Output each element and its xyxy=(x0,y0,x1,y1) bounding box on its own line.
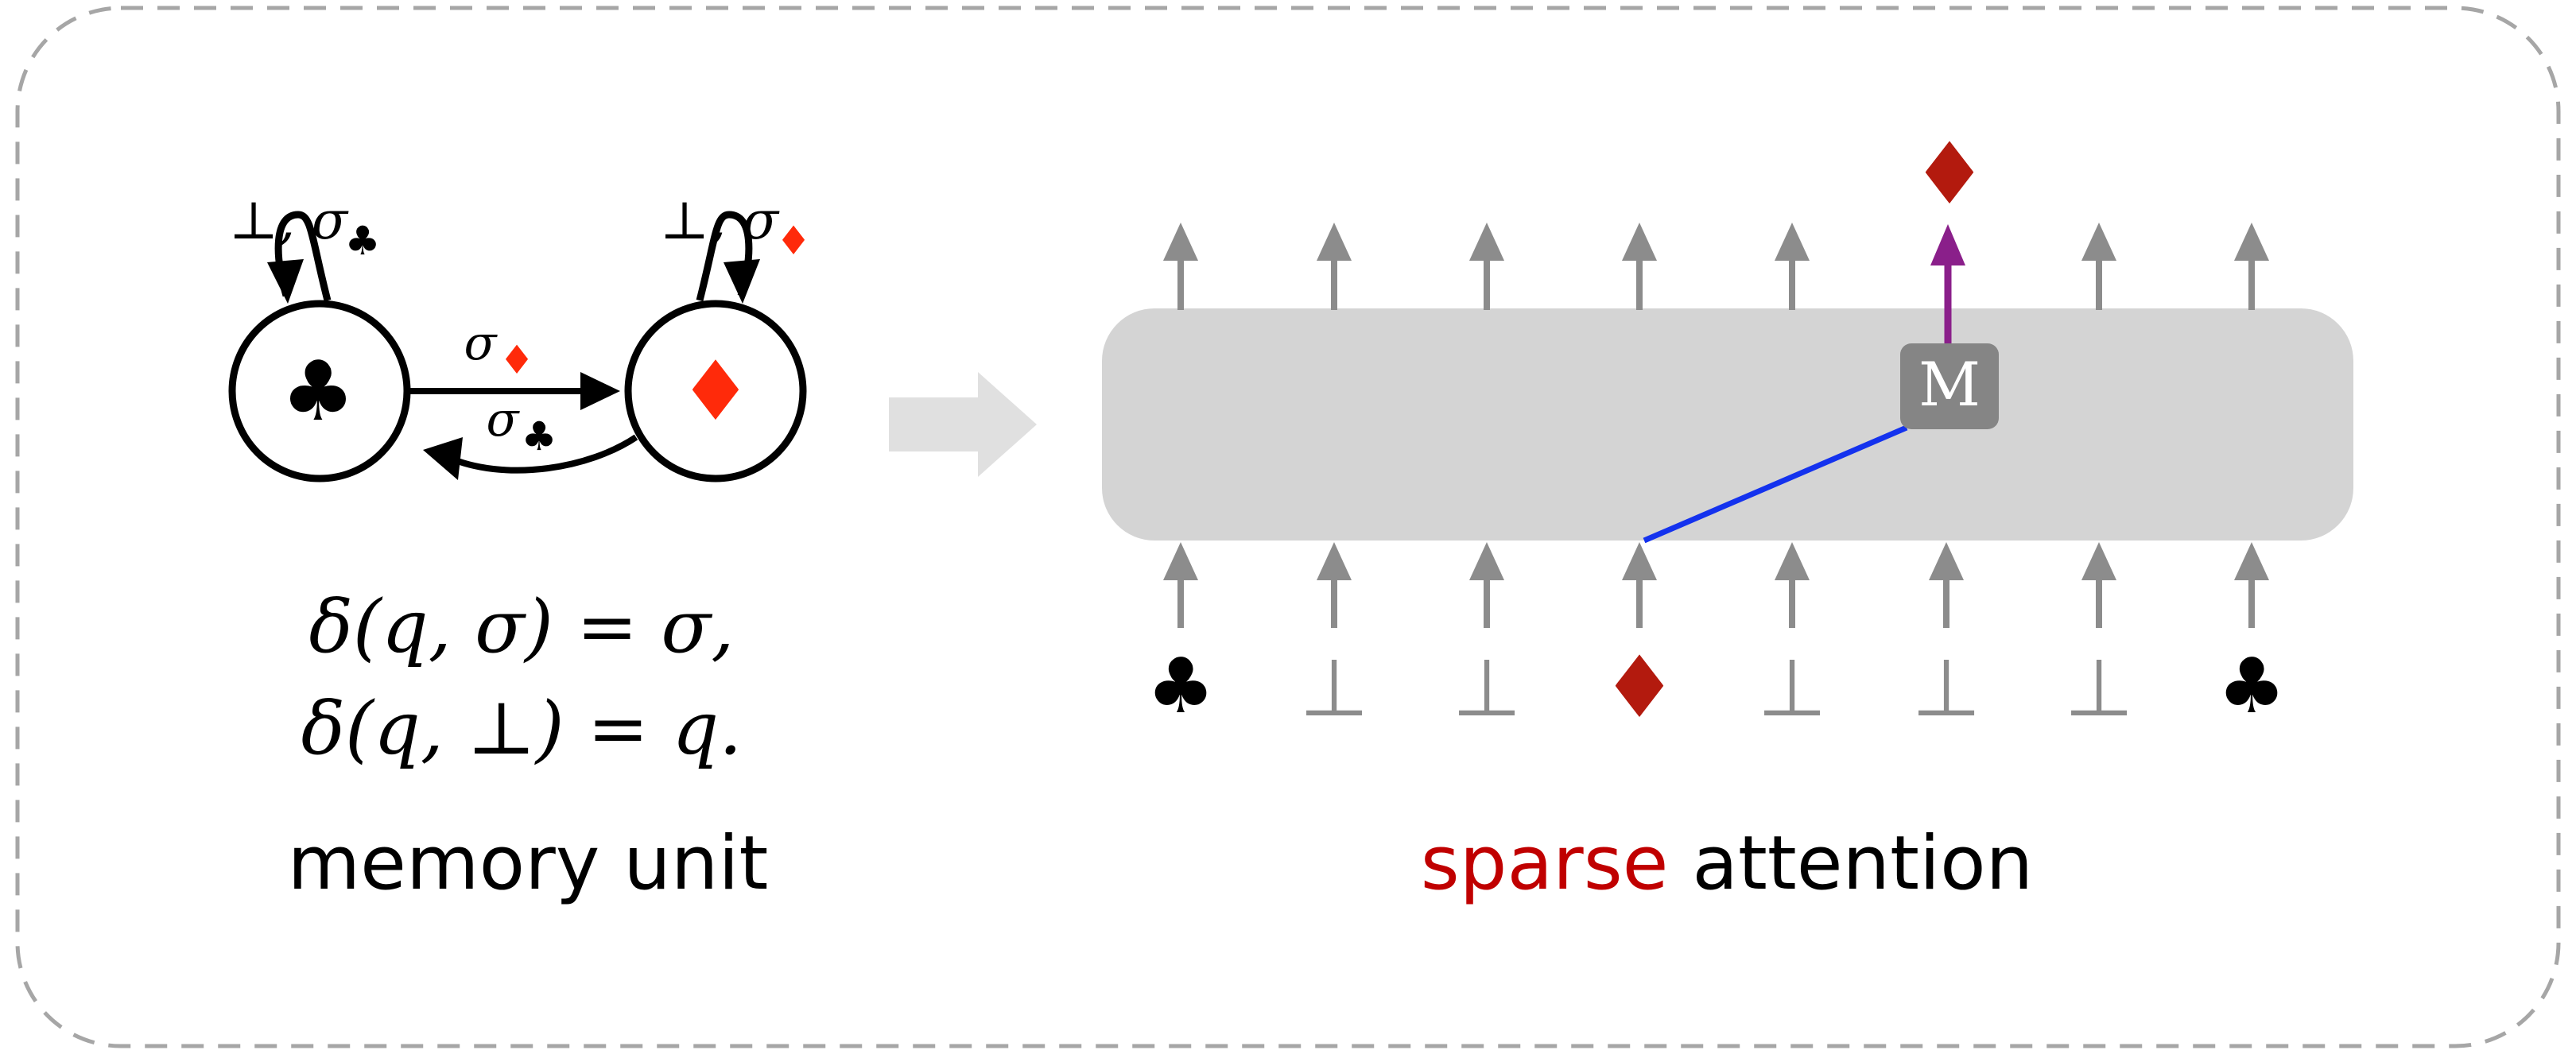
input-arrowhead-5 xyxy=(1775,542,1810,580)
sparse-attention-caption: sparse attention xyxy=(1421,820,2033,907)
input-arrowhead-4 xyxy=(1622,542,1657,580)
self-loop-right-label: ⊥, σ xyxy=(660,190,780,251)
self-loop-left-label: ⊥, σ xyxy=(229,190,349,251)
transition-arrow xyxy=(889,372,1037,477)
caption-sparse: sparse xyxy=(1421,820,1669,907)
edge-top-sigma: σ xyxy=(464,316,499,371)
input-symbol-2: ⊥ xyxy=(1299,641,1368,734)
memory-box xyxy=(1900,343,1999,429)
self-loop-right-arrowhead xyxy=(724,259,760,304)
caption-attention: attention xyxy=(1692,820,2033,907)
input-symbol-3: ⊥ xyxy=(1452,641,1521,734)
self-loop-left-arrow xyxy=(274,211,332,302)
state-clubs xyxy=(228,300,411,482)
output-arrowhead-8 xyxy=(2234,223,2269,261)
edge-top-suit: ♦ xyxy=(499,337,535,383)
output-arrowhead-7 xyxy=(2081,223,2116,261)
memory-unit-automaton xyxy=(228,211,807,482)
input-symbol-6: ⊥ xyxy=(1911,641,1980,734)
input-symbol-4: ♦ xyxy=(1601,638,1678,738)
attention-columns: ♣ ⊥ ⊥ ♦ ⊥ ⊥ ⊥ ♣ xyxy=(1146,223,2286,738)
input-arrowhead-2 xyxy=(1317,542,1352,580)
memory-unit-caption: memory unit xyxy=(288,820,769,907)
input-symbol-8: ♣ xyxy=(2217,641,2286,730)
output-arrowhead-5 xyxy=(1775,223,1810,261)
input-arrowhead-8 xyxy=(2234,542,2269,580)
attention-block xyxy=(1102,308,2353,541)
input-arrowhead-6 xyxy=(1929,542,1964,580)
edge-diamonds-to-clubs-arrowhead xyxy=(423,437,463,480)
state-right-symbol: ♦ xyxy=(678,343,752,440)
edge-bottom-suit: ♣ xyxy=(522,413,557,459)
output-arrowhead-2 xyxy=(1317,223,1352,261)
edge-bottom-sigma: σ xyxy=(487,392,521,448)
input-arrowhead-7 xyxy=(2081,542,2116,580)
self-loop-left-arrowhead xyxy=(267,259,304,304)
edge-clubs-to-diamonds-arrowhead xyxy=(580,372,620,410)
output-arrowhead-3 xyxy=(1469,223,1504,261)
input-arrowhead-3 xyxy=(1469,542,1504,580)
edge-diamonds-to-clubs xyxy=(452,434,638,474)
input-symbol-1: ♣ xyxy=(1146,641,1215,730)
self-loop-right-suit: ♦ xyxy=(776,218,812,264)
self-loop-right-arrow xyxy=(696,211,753,302)
output-arrowhead-1 xyxy=(1163,223,1198,261)
output-diamond: ♦ xyxy=(1911,125,1988,224)
input-symbol-7: ⊥ xyxy=(2064,641,2133,734)
memory-box-label: M xyxy=(1918,349,1980,420)
dashed-border xyxy=(15,6,2561,1048)
input-arrowhead-1 xyxy=(1163,542,1198,580)
output-arrowhead-4 xyxy=(1622,223,1657,261)
state-left-symbol: ♣ xyxy=(281,343,355,440)
self-loop-left-suit: ♣ xyxy=(345,218,381,264)
attention-link xyxy=(1643,424,1908,544)
memory-output-arrowhead xyxy=(1930,224,1965,265)
state-diamonds xyxy=(624,300,807,482)
input-symbol-5: ⊥ xyxy=(1757,641,1826,734)
equation-line-2: δ(q, ⊥) = q. xyxy=(301,686,743,771)
equation-line-1: δ(q, σ) = σ, xyxy=(309,584,735,669)
